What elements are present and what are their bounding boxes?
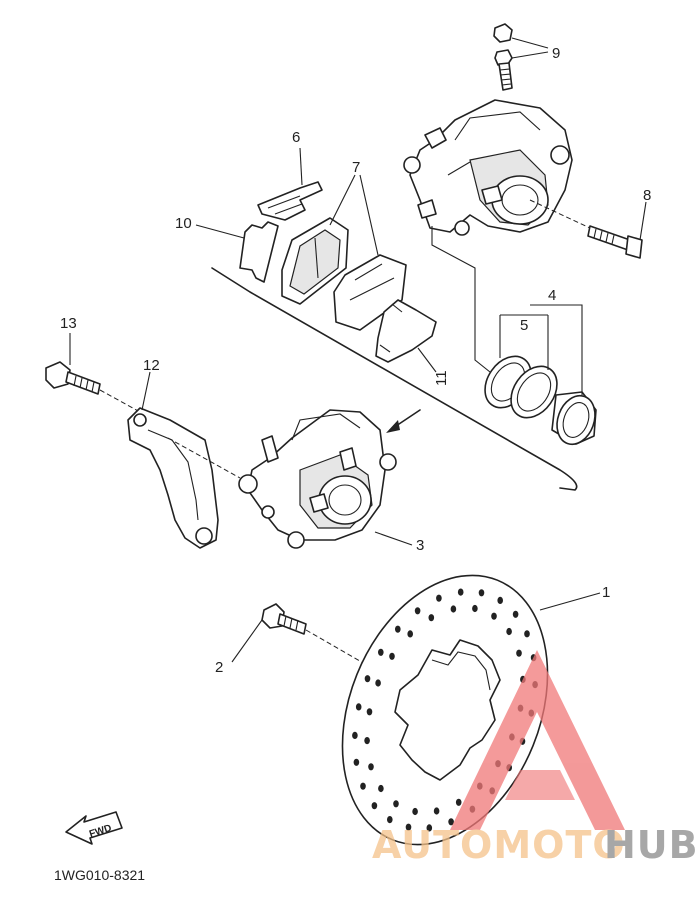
disc-hole [433, 807, 440, 815]
disc-hole [472, 604, 478, 613]
callout-9: 9 [552, 45, 560, 62]
upper-caliper [403, 99, 573, 236]
callout-7: 7 [352, 159, 360, 176]
callout-1: 1 [602, 584, 610, 601]
disc-hole [524, 630, 530, 638]
callout-6: 6 [292, 129, 300, 146]
assembly-arrowhead [386, 420, 400, 433]
callout-11: 11 [433, 370, 450, 386]
disc-hole [366, 708, 373, 716]
part-12-bracket [127, 407, 241, 549]
part-9-bleeder [493, 23, 513, 91]
part-11-shim [375, 299, 437, 363]
callout-10: 10 [175, 215, 192, 232]
part-13-bolt [45, 361, 141, 413]
part-7-brake-pads [281, 217, 407, 331]
disc-hole [360, 782, 366, 790]
watermark-text-automoto: AUTOMOTO [372, 823, 626, 867]
diagram-code: 1WG010-8321 [54, 867, 145, 883]
disc-hole [393, 800, 399, 808]
part-3-caliper [238, 409, 397, 549]
disc-hole [378, 784, 384, 793]
part-4-piston [551, 391, 597, 446]
disc-hole [516, 649, 522, 657]
disc-hole [457, 588, 464, 596]
disc-hole [497, 596, 504, 605]
watermark: AUTOMOTO HUB [372, 650, 699, 867]
leader-lines [69, 37, 647, 663]
disc-hole [364, 675, 371, 683]
disc-hole [491, 612, 497, 620]
assembly-outline [211, 267, 578, 491]
forward-arrow: FWD [65, 811, 123, 845]
disc-hole [378, 648, 384, 656]
part-6-pad-spring [257, 181, 323, 221]
callout-12: 12 [143, 357, 160, 374]
callout-4: 4 [548, 287, 556, 304]
watermark-triangle-inner [505, 770, 575, 800]
disc-hole [506, 627, 512, 636]
disc-hole [353, 758, 360, 766]
disc-hole [426, 824, 433, 832]
disc-hole [395, 625, 401, 633]
disc-hole [450, 605, 457, 613]
disc-hole [428, 614, 435, 622]
disc-hole [512, 610, 519, 618]
disc-hole [364, 737, 370, 745]
callout-3: 3 [416, 537, 424, 554]
disc-hole [412, 807, 418, 816]
disc-hole [455, 798, 462, 806]
disc-hole [407, 630, 414, 638]
watermark-triangle [450, 650, 625, 830]
callout-5: 5 [520, 317, 528, 334]
disc-hole [355, 703, 362, 711]
disc-hole [389, 652, 395, 660]
disc-hole [478, 589, 485, 597]
seal-guide-line [431, 226, 491, 373]
disc-hole [448, 818, 454, 826]
part-10-shim [239, 221, 279, 283]
disc-hole [436, 594, 442, 602]
callout-8: 8 [643, 187, 651, 204]
part-8-bolt [529, 199, 643, 259]
disc-hole [352, 731, 358, 740]
disc-hole [414, 607, 421, 615]
watermark-text-hub: HUB [604, 823, 699, 867]
disc-hole [405, 823, 412, 831]
part-2-bolt [261, 603, 366, 665]
disc-hole [371, 802, 378, 810]
part-5-seals [484, 355, 558, 419]
callout-13: 13 [60, 315, 77, 332]
disc-hole [375, 679, 381, 687]
disc-hole [387, 816, 393, 824]
disc-hole [368, 763, 374, 771]
callout-2: 2 [215, 659, 223, 676]
